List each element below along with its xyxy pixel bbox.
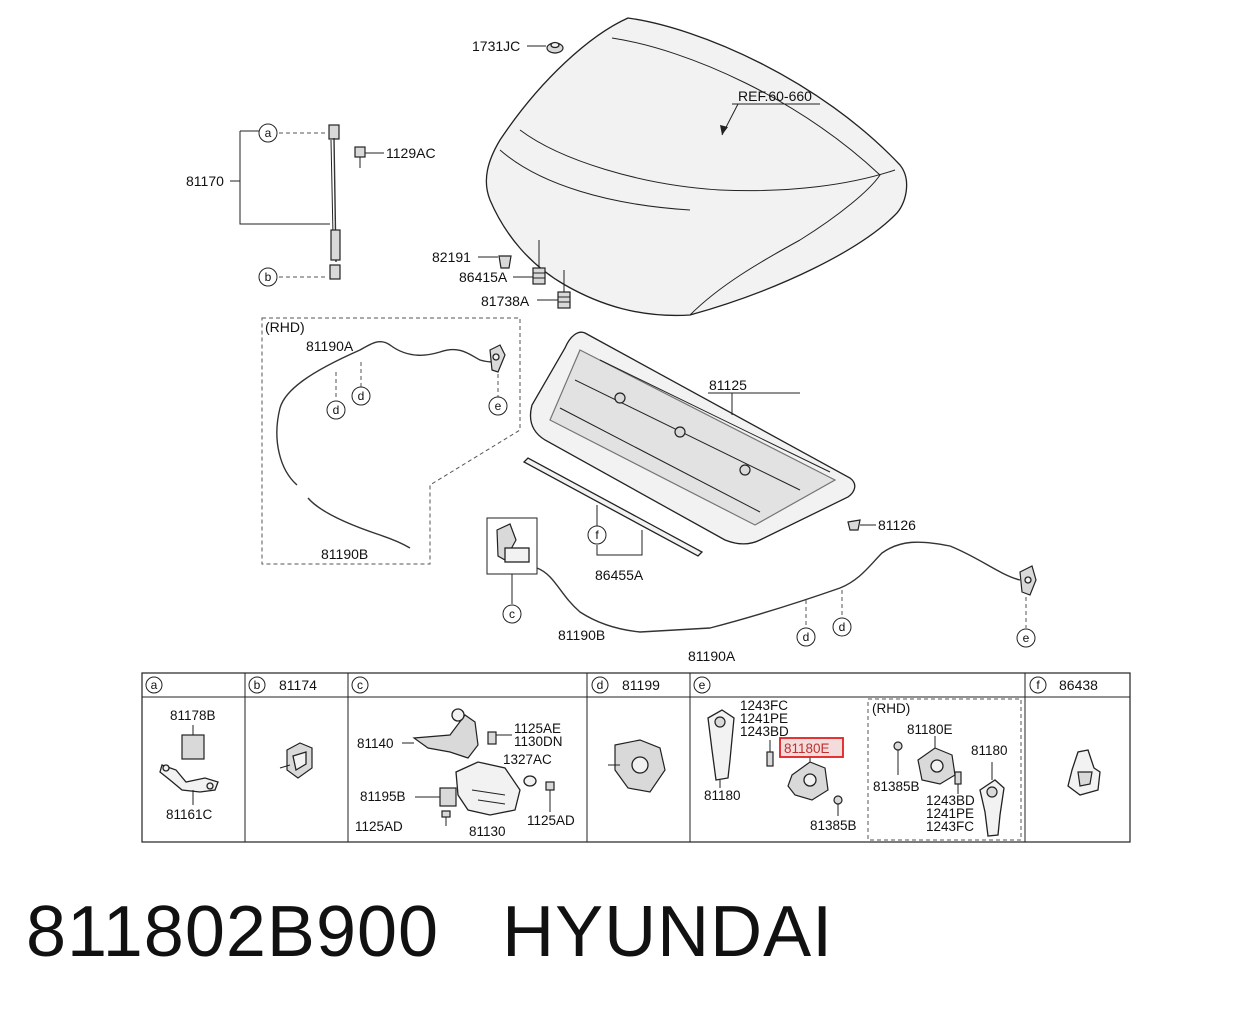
ref-pointer (720, 103, 820, 136)
hood-panel (485, 17, 908, 317)
label-1241pe: 1241PE (740, 711, 788, 726)
callout-a-stay: a (258, 123, 278, 143)
label-rhd-1241pe: 1241PE (926, 806, 974, 821)
rhd-callouts: d d e (326, 362, 508, 420)
svg-text:d: d (358, 389, 365, 403)
label-81180: 81180 (704, 788, 741, 803)
cell-e-parts (707, 709, 843, 816)
table-header-b: b 81174 (248, 676, 317, 694)
ref-label: REF.60-660 (738, 88, 812, 104)
svg-text:d: d (597, 678, 604, 692)
svg-text:e: e (495, 399, 502, 413)
cell-f-clip (1067, 749, 1101, 796)
svg-text:c: c (357, 678, 363, 692)
label-rhd-1243fc: 1243FC (926, 819, 974, 834)
label-rhd-1243bd: 1243BD (926, 793, 975, 808)
label-81126: 81126 (878, 517, 916, 533)
svg-text:81180E: 81180E (784, 741, 830, 756)
label-81738a: 81738A (481, 293, 530, 309)
label-81190b-rhd: 81190B (321, 546, 368, 562)
bumper-86415a (513, 240, 546, 285)
svg-text:e: e (699, 678, 706, 692)
svg-text:81174: 81174 (279, 677, 317, 693)
label-rhd-81385b: 81385B (873, 779, 920, 794)
label-81385b: 81385B (810, 818, 857, 833)
label-1125ae: 1125AE (514, 721, 561, 736)
table-header-f: f 86438 (1029, 676, 1098, 694)
label-86415a: 86415A (459, 269, 508, 285)
label-1327ac: 1327AC (503, 752, 552, 767)
label-1125ad-right: 1125AD (527, 813, 575, 828)
svg-text:a: a (151, 678, 158, 692)
table-header-c: c (351, 676, 369, 694)
table-header-e: e (693, 676, 711, 694)
label-81195b: 81195B (360, 789, 406, 804)
cable-callouts: d d e (796, 590, 1036, 648)
cell-e-rhd-parts (893, 736, 1005, 837)
cell-a-bracket (159, 725, 219, 805)
label-1731jc: 1731JC (472, 38, 520, 54)
label-86455a: 86455A (595, 567, 644, 583)
label-81140: 81140 (357, 736, 394, 751)
label-81170: 81170 (186, 173, 224, 189)
label-81190a: 81190A (688, 648, 736, 664)
brand-name: HYUNDAI (502, 892, 834, 972)
cell-b-clip (279, 742, 313, 779)
rhd-dashed-box (261, 317, 521, 565)
label-81178b: 81178B (170, 708, 216, 723)
highlight-81180e: 81180E (779, 737, 844, 758)
callout-b-stay: b (258, 267, 278, 287)
label-1243fc: 1243FC (740, 698, 788, 713)
table-header-a: a (145, 676, 163, 694)
svg-text:e: e (1023, 631, 1030, 645)
rhd-lower-cable (307, 497, 411, 549)
label-rhd-81180e: 81180E (907, 722, 953, 737)
label-rhd-e: (RHD) (872, 701, 910, 716)
bumper-81738a (537, 270, 571, 309)
label-82191: 82191 (432, 249, 471, 265)
svg-text:f: f (595, 528, 599, 542)
label-1130dn: 1130DN (514, 734, 563, 749)
rhd-latch-handle (489, 344, 506, 373)
svg-text:b: b (265, 270, 272, 284)
label-1129ac: 1129AC (386, 145, 436, 161)
bumper-1731jc (527, 41, 564, 54)
label-81161c: 81161C (166, 807, 213, 822)
bolt-1129ac (354, 146, 384, 168)
svg-text:81199: 81199 (622, 677, 660, 693)
footer-caption: 811802B900 HYUNDAI (26, 890, 833, 974)
svg-text:d: d (333, 403, 340, 417)
hood-stay-81170 (230, 124, 341, 280)
label-1243bd: 1243BD (740, 724, 789, 739)
label-81190b: 81190B (558, 627, 605, 643)
svg-text:b: b (254, 678, 261, 692)
label-81190a-rhd: 81190A (306, 338, 354, 354)
rhd-release-cable (276, 340, 501, 486)
label-81125: 81125 (709, 377, 747, 393)
label-rhd-81180: 81180 (971, 743, 1008, 758)
bumper-82191 (478, 255, 512, 269)
table-header-d: d 81199 (591, 676, 660, 694)
svg-text:f: f (1036, 678, 1040, 692)
rhd-label: (RHD) (265, 319, 305, 335)
svg-text:86438: 86438 (1059, 677, 1098, 693)
release-cable-81190a (536, 541, 1021, 633)
weatherstrip-86455a: f (522, 457, 704, 557)
label-81130: 81130 (469, 824, 506, 839)
svg-text:d: d (839, 620, 846, 634)
release-handle-box: c (486, 517, 538, 624)
release-latch-end (1019, 565, 1037, 596)
hood-insulator-81125 (529, 331, 856, 545)
part-number: 811802B900 (26, 892, 440, 972)
svg-text:c: c (509, 607, 515, 621)
svg-text:d: d (803, 630, 810, 644)
svg-text:a: a (265, 126, 272, 140)
label-1125ad-left: 1125AD (355, 819, 403, 834)
clip-81126 (847, 519, 876, 531)
cell-d-holder (608, 739, 666, 793)
cell-c-latch-parts (402, 708, 555, 826)
